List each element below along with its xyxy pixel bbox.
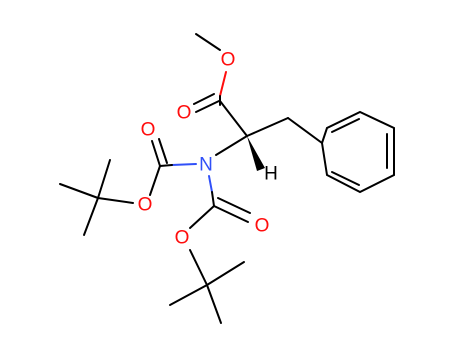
bond-o-ester-carbon xyxy=(219,71,227,97)
bond-boc1-ether xyxy=(149,165,161,196)
bond-boc1-o-tbu xyxy=(97,197,134,204)
stereo-wedge-bond xyxy=(247,136,265,171)
bond-boc2-carbon xyxy=(211,191,215,207)
bond-alpha-n xyxy=(215,135,248,156)
bond-boc2-ether xyxy=(189,205,215,229)
bond-ester-carbonyl-2 xyxy=(193,93,215,105)
bond-boc1-carbonyl-2 xyxy=(158,138,168,164)
bond-boc1-carbon xyxy=(159,164,173,167)
atom-o-boc1-ether: O xyxy=(138,195,153,216)
bond-tbu1-me2 xyxy=(97,159,111,199)
bond-boc2-o-tbu xyxy=(189,249,208,286)
bond-tbu2-me2 xyxy=(206,284,222,324)
phenyl-double-3 xyxy=(331,171,360,186)
atom-o-carbonyl-ester: O xyxy=(177,103,192,124)
bond-tbu2-me3 xyxy=(169,284,208,306)
bond-tbu2-me1 xyxy=(206,261,245,286)
atom-h-stereo: H xyxy=(264,164,278,185)
atom-o-boc2-ether: O xyxy=(175,228,190,249)
bond-methyl-o xyxy=(195,33,221,51)
bond-n-boc1 xyxy=(171,163,197,166)
bond-tbu1-me1 xyxy=(59,183,99,199)
phenyl-double-1 xyxy=(331,118,360,133)
bond-alpha-ch2 xyxy=(246,117,289,137)
bond-ester-alpha xyxy=(219,100,248,137)
bond-tbu1-me3 xyxy=(83,197,99,236)
bond-n-boc2 xyxy=(208,175,213,193)
atom-o-boc1-carbonyl: O xyxy=(141,120,156,141)
atom-n-imide: N xyxy=(199,155,213,176)
bond-ch2-phenyl xyxy=(287,117,323,144)
bond-boc1-carbonyl-1 xyxy=(151,140,161,167)
bond-boc2-carbonyl-1 xyxy=(213,205,249,223)
atom-o-boc2-carbonyl: O xyxy=(255,216,270,237)
bond-ester-carbonyl-1 xyxy=(195,100,220,113)
phenyl-ring xyxy=(320,110,395,194)
bond-boc2-carbonyl-2 xyxy=(217,197,251,214)
atom-o-methoxy: O xyxy=(221,50,236,71)
